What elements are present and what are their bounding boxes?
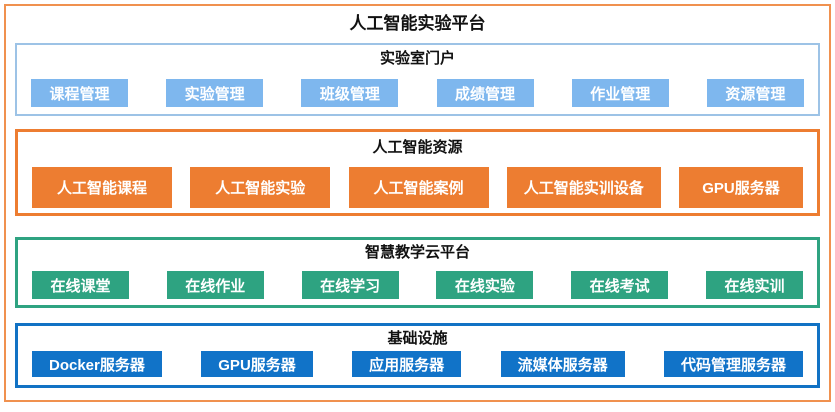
block-online-learning: 在线学习 bbox=[301, 271, 399, 299]
section-ai-resources: 人工智能资源 人工智能课程 人工智能实验 人工智能案例 人工智能实训设备 GPU… bbox=[15, 129, 820, 216]
section-title-smart-teaching-cloud: 智慧教学云平台 bbox=[364, 244, 470, 261]
section-title-lab-portal: 实验室门户 bbox=[379, 50, 455, 67]
block-online-homework: 在线作业 bbox=[166, 271, 264, 299]
section-title-ai-resources: 人工智能资源 bbox=[372, 139, 463, 156]
block-gpu-server-infra: GPU服务器 bbox=[201, 351, 313, 377]
block-grade-management: 成绩管理 bbox=[436, 79, 534, 107]
block-ai-course: 人工智能课程 bbox=[32, 167, 172, 208]
lab-portal-block-row: 课程管理 实验管理 班级管理 成绩管理 作业管理 资源管理 bbox=[17, 79, 818, 107]
page-title: 人工智能实验平台 bbox=[349, 14, 486, 33]
block-course-management: 课程管理 bbox=[31, 79, 128, 107]
block-homework-management: 作业管理 bbox=[571, 79, 669, 107]
block-online-exam: 在线考试 bbox=[571, 271, 669, 299]
section-lab-portal: 实验室门户 课程管理 实验管理 班级管理 成绩管理 作业管理 资源管理 bbox=[15, 43, 820, 116]
infrastructure-block-row: Docker服务器 GPU服务器 应用服务器 流媒体服务器 代码管理服务器 bbox=[18, 351, 817, 377]
block-class-management: 班级管理 bbox=[301, 79, 399, 107]
smart-teaching-block-row: 在线课堂 在线作业 在线学习 在线实验 在线考试 在线实训 bbox=[18, 271, 817, 299]
ai-resources-block-row: 人工智能课程 人工智能实验 人工智能案例 人工智能实训设备 GPU服务器 bbox=[18, 167, 817, 208]
block-online-training: 在线实训 bbox=[705, 271, 803, 299]
block-docker-server: Docker服务器 bbox=[32, 351, 162, 377]
section-title-infrastructure: 基础设施 bbox=[387, 330, 448, 347]
block-streaming-media-server: 流媒体服务器 bbox=[500, 351, 625, 377]
section-smart-teaching-cloud: 智慧教学云平台 在线课堂 在线作业 在线学习 在线实验 在线考试 在线实训 bbox=[15, 237, 820, 308]
block-online-classroom: 在线课堂 bbox=[32, 271, 129, 299]
block-experiment-management: 实验管理 bbox=[166, 79, 264, 107]
section-infrastructure: 基础设施 Docker服务器 GPU服务器 应用服务器 流媒体服务器 代码管理服… bbox=[15, 323, 820, 388]
block-online-experiment: 在线实验 bbox=[436, 271, 534, 299]
block-ai-case: 人工智能案例 bbox=[348, 167, 489, 208]
platform-frame: 人工智能实验平台 实验室门户 课程管理 实验管理 班级管理 成绩管理 作业管理 … bbox=[4, 4, 831, 402]
block-gpu-server: GPU服务器 bbox=[679, 167, 803, 208]
block-ai-experiment: 人工智能实验 bbox=[190, 167, 331, 208]
block-ai-training-equipment: 人工智能实训设备 bbox=[506, 167, 661, 208]
block-code-management-server: 代码管理服务器 bbox=[663, 351, 803, 377]
block-app-server: 应用服务器 bbox=[352, 351, 462, 377]
block-resource-management: 资源管理 bbox=[706, 79, 804, 107]
